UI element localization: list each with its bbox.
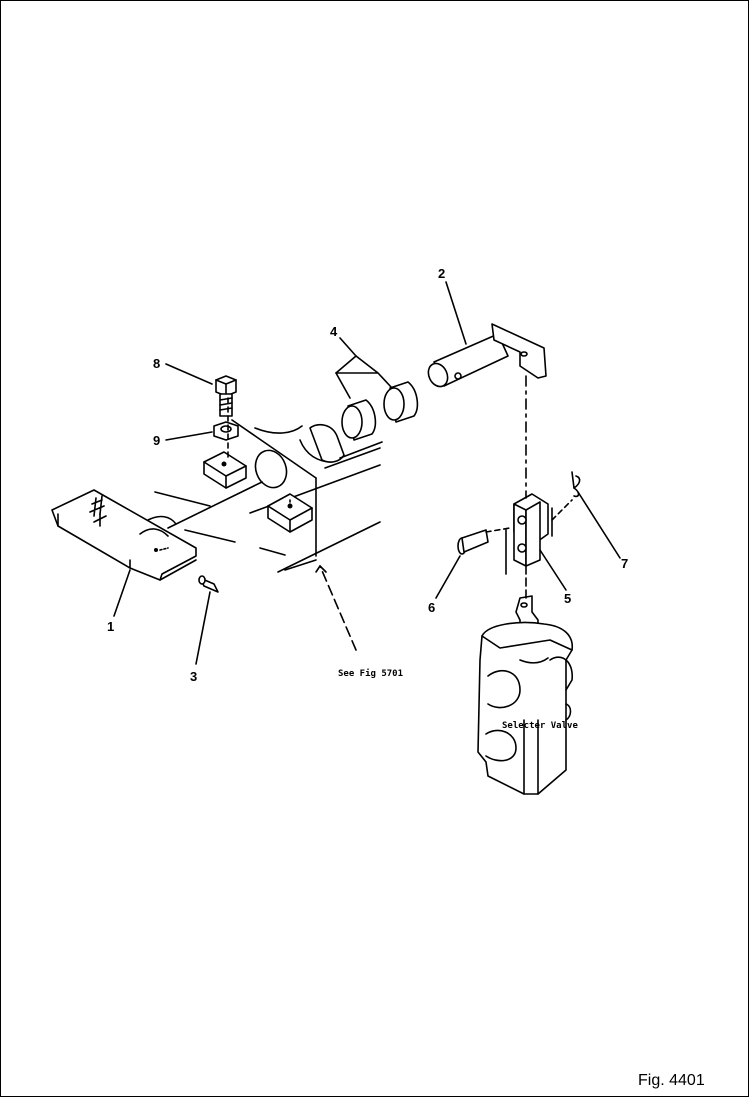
callout-5: 5 (564, 591, 571, 606)
pin (427, 323, 547, 388)
bolt (215, 375, 237, 417)
bracket-boss (254, 423, 383, 489)
callout-4: 4 (330, 324, 338, 339)
selector-valve (477, 595, 573, 795)
leader-lines (113, 281, 621, 665)
clevis-pin (457, 527, 511, 555)
valve-label: Selecter Valve (502, 721, 578, 731)
alignment-lines (227, 375, 527, 599)
callout-6: 6 (428, 600, 435, 615)
cover-plate (51, 481, 263, 581)
bushing-right (383, 381, 419, 423)
weld-block-right (267, 493, 313, 533)
callout-8: 8 (153, 356, 160, 371)
callout-3: 3 (190, 669, 197, 684)
callout-2: 2 (438, 266, 445, 281)
callout-9: 9 (153, 433, 160, 448)
weld-block-left (203, 451, 247, 489)
see-fig-note: See Fig 5701 (338, 668, 403, 679)
figure-label: Fig. 4401 (638, 1072, 705, 1089)
callout-7: 7 (621, 556, 628, 571)
split-pin (551, 471, 581, 521)
clevis-link (505, 493, 553, 575)
roll-pin (198, 575, 219, 593)
nut (213, 421, 239, 441)
bushing-left (341, 399, 377, 441)
callout-1: 1 (107, 619, 114, 634)
